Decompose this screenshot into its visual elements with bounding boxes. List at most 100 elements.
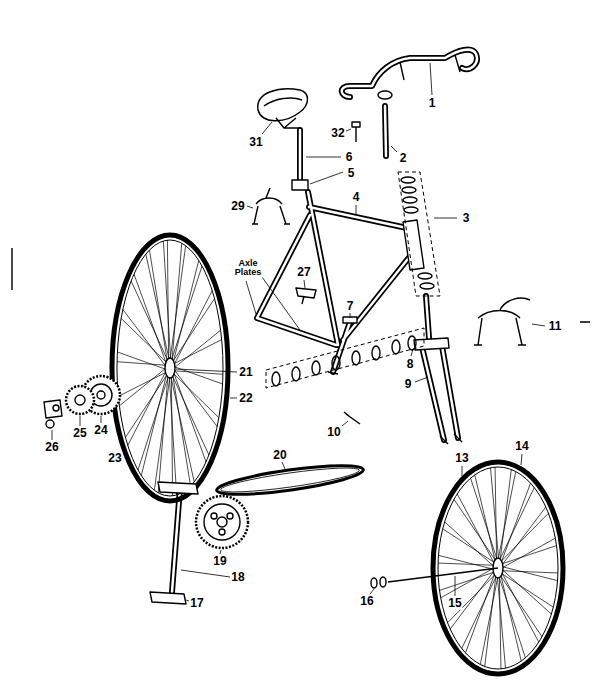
label-anchor: 21 (238, 366, 253, 379)
label-anchor: 6 (345, 151, 354, 164)
label-anchor: 32 (330, 127, 345, 140)
callout-number: 3 (462, 212, 471, 225)
wheel-spoke (121, 318, 167, 362)
callout-number: 10 (326, 426, 341, 439)
wheel-spoke (171, 376, 195, 482)
wheel-spoke (448, 574, 496, 623)
part-label: Axle Plates (234, 259, 263, 278)
wheel-spoke (158, 375, 168, 493)
wheel-spoke (501, 513, 549, 562)
wheel-spoke (499, 576, 526, 658)
wheel-spoke (485, 575, 496, 667)
wheel-spoke (495, 467, 497, 560)
parts (12, 55, 590, 674)
label-anchor: 25 (72, 427, 87, 440)
wheel-spoke (173, 299, 215, 362)
wheel-spoke (173, 260, 199, 362)
callout-number: 7 (346, 300, 355, 313)
label-anchor: 1 (428, 97, 437, 110)
leader-lines (52, 63, 545, 601)
label-anchor: 18 (230, 571, 245, 584)
label-anchor: 29 (230, 200, 245, 213)
callout-number: 6 (345, 151, 354, 164)
wheel-spoke (169, 376, 176, 495)
callout-number: 20 (272, 449, 287, 462)
callout-number: 4 (352, 191, 361, 204)
wheel-spoke (174, 369, 217, 426)
callout-number: 2 (399, 152, 408, 165)
wheel-spoke (501, 572, 538, 642)
wheel-spoke (500, 470, 511, 562)
wheel-spoke (457, 494, 494, 564)
label-anchor: 31 (248, 136, 263, 149)
wheel-spoke (502, 538, 555, 568)
label-anchor: 3 (462, 212, 471, 225)
wheel-spoke (173, 373, 219, 417)
wheel-spoke (438, 563, 494, 565)
wheel-spoke (501, 483, 530, 563)
wheel-spoke (502, 571, 558, 573)
callout-number: 23 (107, 452, 122, 465)
label-anchor: 13 (454, 452, 469, 465)
callout-number: 27 (296, 266, 311, 279)
label-anchor: 22 (238, 392, 253, 405)
label-anchor: 10 (326, 426, 341, 439)
callout-number: 15 (447, 597, 462, 610)
label-anchor: 5 (347, 167, 356, 180)
label-anchor: 16 (359, 595, 374, 608)
callout-number: 13 (454, 452, 469, 465)
wheel-spoke (465, 573, 494, 653)
wheel-spoke (173, 372, 206, 462)
callout-number: 8 (406, 358, 415, 371)
callout-number: 14 (514, 440, 529, 453)
callout-number: 16 (359, 595, 374, 608)
wheel-spoke (119, 368, 166, 406)
label-anchor: 19 (212, 555, 227, 568)
wheel-spoke (497, 576, 505, 668)
label-anchor: 26 (44, 441, 59, 454)
wheel-spoke (172, 375, 209, 455)
label-anchor: Axle Plates (234, 259, 263, 278)
wheel-spoke (454, 499, 496, 561)
callout-number: 31 (248, 136, 263, 149)
label-anchor: 15 (447, 597, 462, 610)
callout-number: 11 (548, 320, 563, 333)
callout-number: 17 (189, 597, 204, 610)
wheel-spoke (172, 243, 182, 361)
wheel-spoke (502, 569, 551, 614)
callout-number: 32 (330, 127, 345, 140)
callout-number: 18 (230, 571, 245, 584)
wheel-spoke (471, 478, 498, 560)
wheel-spoke (438, 555, 494, 569)
wheel-spoke (167, 240, 168, 360)
wheel-spoke (502, 507, 546, 565)
callout-number: 24 (93, 424, 108, 437)
callout-number: 22 (238, 392, 253, 405)
wheel-spoke (163, 241, 170, 360)
callout-number: 26 (44, 441, 59, 454)
wheel-spoke (141, 373, 167, 475)
label-anchor: 24 (93, 424, 108, 437)
wheel-spoke (128, 371, 166, 446)
callout-number: 19 (212, 555, 227, 568)
label-anchor: 27 (296, 266, 311, 279)
label-anchor: 9 (404, 378, 413, 391)
wheel-spoke (500, 575, 542, 637)
wheel-spoke (499, 576, 501, 669)
wheel-spoke (123, 310, 166, 367)
wheel-spoke (490, 468, 498, 560)
wheel-spoke (117, 362, 166, 366)
label-anchor: 17 (189, 597, 204, 610)
callout-number: 29 (230, 200, 245, 213)
wheel-spoke (443, 529, 495, 563)
wheel-spoke (502, 567, 558, 581)
frame-tubes (172, 50, 477, 592)
label-anchor: 11 (548, 320, 563, 333)
label-anchor: 7 (346, 300, 355, 313)
wheel-spoke (501, 573, 553, 607)
wheel-spoke (174, 291, 212, 366)
callout-number: 21 (238, 366, 253, 379)
